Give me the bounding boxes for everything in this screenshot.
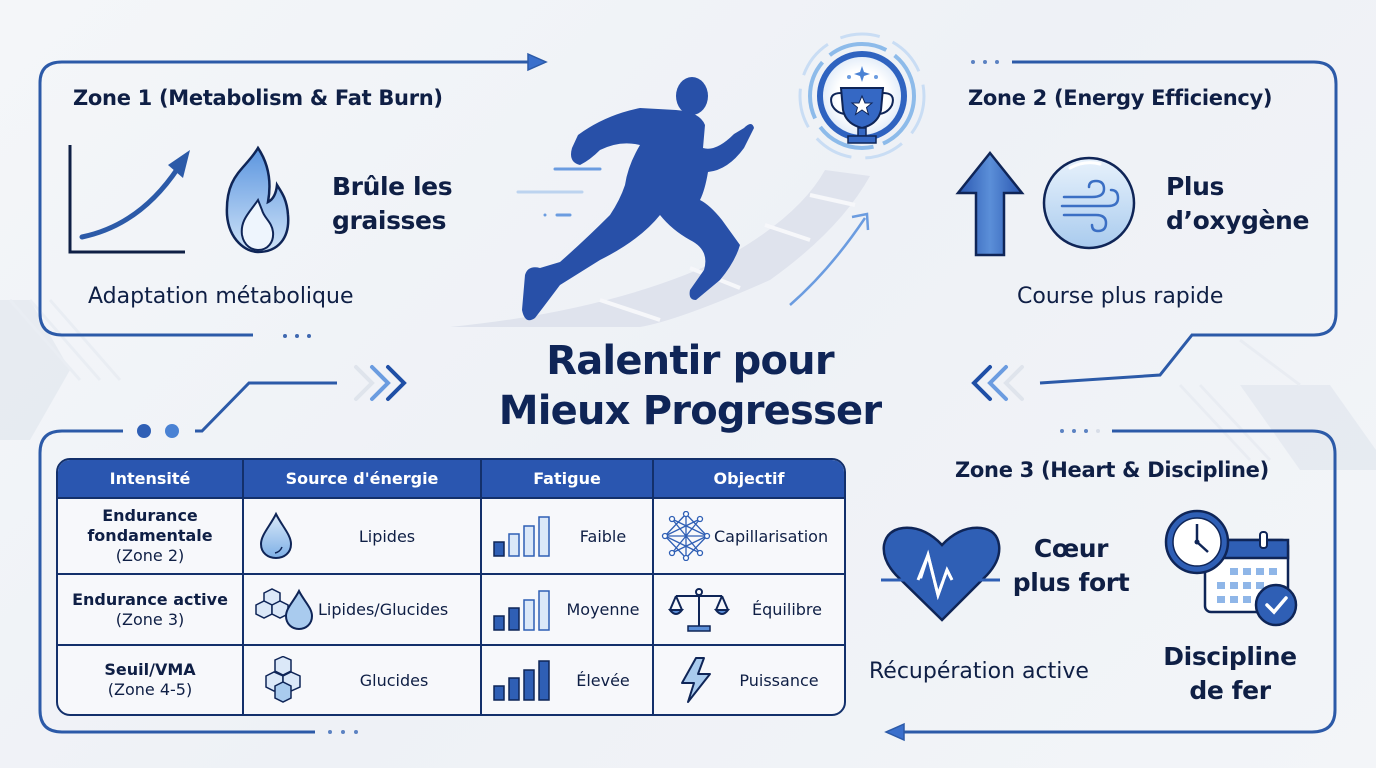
zone1-highlight-line1: Brûle les	[332, 172, 453, 201]
zone3-discipline-line1: Discipline	[1163, 642, 1297, 671]
table-frame	[38, 429, 315, 734]
source-text: Lipides/Glucides	[318, 600, 449, 619]
objective-text: Équilibre	[752, 600, 822, 619]
table-row-2-fatigue: Moyenne	[482, 575, 654, 646]
source-text: Lipides	[358, 526, 416, 546]
zone1-dots	[283, 334, 311, 338]
network-icon	[660, 511, 712, 561]
zone1-highlight-line2: graisses	[332, 206, 447, 235]
droplet-icon	[258, 511, 294, 561]
fatigue-bars-low-icon	[492, 514, 554, 558]
page-title-line2: Mieux Progresser	[498, 388, 882, 434]
zone2-subtitle: Course plus rapide	[1017, 284, 1224, 309]
table-row-1-fatigue: Faible	[482, 499, 654, 575]
zone3-frame	[884, 429, 1337, 742]
intensity-zone: (Zone 2)	[115, 546, 185, 565]
table-row-3-objective: Puissance	[654, 646, 844, 714]
intensity-zone: (Zone 3)	[115, 609, 185, 629]
page-title: Ralentir pour Mieux Progresser	[440, 336, 940, 436]
chevrons-left-icon	[971, 365, 1024, 401]
bg-chevrons-left	[0, 299, 122, 440]
zone2-highlight: Plus d’oxygène	[1166, 170, 1309, 238]
table-row-2-source: Lipides/Glucides	[244, 575, 482, 646]
table-row-1-objective: Capillarisation	[654, 499, 844, 575]
zone1-subtitle: Adaptation métabolique	[88, 284, 354, 309]
table-row-2-objective: Équilibre	[654, 575, 844, 646]
zone3-subtitle: Récupération active	[869, 659, 1089, 684]
table-row-1-source: Lipides	[244, 499, 482, 575]
objective-text: Capillarisation	[714, 526, 829, 546]
table-header-objective: Objectif	[654, 460, 844, 499]
objective-text: Puissance	[739, 670, 819, 690]
intensity-zone: (Zone 4-5)	[107, 680, 193, 699]
zone2-title: Zone 2 (Energy Efficiency)	[968, 86, 1273, 110]
table-row-3-source: Glucides	[244, 646, 482, 714]
table-dots	[328, 730, 358, 734]
bg-chevrons-right	[1178, 338, 1376, 470]
zone3-discipline-label: Discipline de fer	[1155, 640, 1305, 708]
zone2-highlight-line2: d’oxygène	[1166, 206, 1309, 235]
table-row-3-fatigue: Élevée	[482, 646, 654, 714]
cubes-droplet-icon	[252, 585, 318, 635]
zone3-dots	[1060, 429, 1100, 433]
trophy-icon	[798, 32, 926, 160]
lightning-icon	[678, 656, 714, 704]
table-row-3-intensity: Seuil/VMA (Zone 4-5)	[58, 646, 244, 714]
runner-icon	[522, 77, 754, 321]
table-header-source: Source d'énergie	[244, 460, 482, 499]
intensity-name-line1: Endurance active	[72, 589, 228, 609]
fatigue-bars-high-icon	[492, 658, 554, 702]
fatigue-text: Moyenne	[566, 600, 640, 619]
table-header-fatigue: Fatigue	[482, 460, 654, 499]
source-text: Glucides	[359, 670, 429, 690]
zone2-dots	[971, 60, 999, 64]
flame-icon	[225, 145, 290, 254]
page-title-line1: Ralentir pour	[546, 338, 834, 384]
arrow-up-icon	[955, 150, 1025, 257]
table-header-intensity: Intensité	[58, 460, 244, 499]
fatigue-bars-medium-icon	[492, 588, 554, 632]
fatigue-text: Faible	[579, 526, 627, 546]
zone3-title: Zone 3 (Heart & Discipline)	[955, 458, 1269, 482]
zone1-title: Zone 1 (Metabolism & Fat Burn)	[73, 86, 443, 110]
table-row-1-intensity: Endurance fondamentale (Zone 2)	[58, 499, 244, 575]
zone3-discipline-line2: de fer	[1189, 676, 1271, 705]
intensity-name-line1: Seuil/VMA	[104, 660, 196, 679]
fatigue-text: Élevée	[576, 670, 630, 690]
clock-calendar-check-icon	[1164, 509, 1298, 627]
wind-bubble-icon	[1042, 156, 1136, 250]
zone2-highlight-line1: Plus	[1166, 172, 1224, 201]
intensity-name-line2: fondamentale	[87, 526, 213, 545]
cubes-icon	[258, 656, 308, 704]
table-row-2-intensity: Endurance active (Zone 3)	[58, 575, 244, 646]
chevrons-right-icon	[354, 365, 407, 401]
zone3-heart-label: Cœur plus fort	[1006, 532, 1136, 600]
balance-scale-icon	[668, 586, 730, 634]
left-connector	[100, 381, 337, 438]
zone1-frame	[38, 52, 548, 337]
growth-chart-icon	[68, 145, 190, 254]
arrow-up-right-icon	[789, 212, 870, 306]
heart-pulse-icon	[881, 526, 1001, 622]
zone3-heart-line2: plus fort	[1012, 568, 1130, 597]
intensity-name-line1: Endurance	[102, 506, 198, 525]
speed-lines	[516, 167, 602, 217]
zone1-highlight: Brûle les graisses	[332, 170, 453, 238]
zones-table: Intensité Source d'énergie Fatigue Objec…	[56, 458, 846, 716]
zone3-heart-line1: Cœur	[1033, 534, 1109, 563]
zone2-frame	[1012, 60, 1338, 385]
